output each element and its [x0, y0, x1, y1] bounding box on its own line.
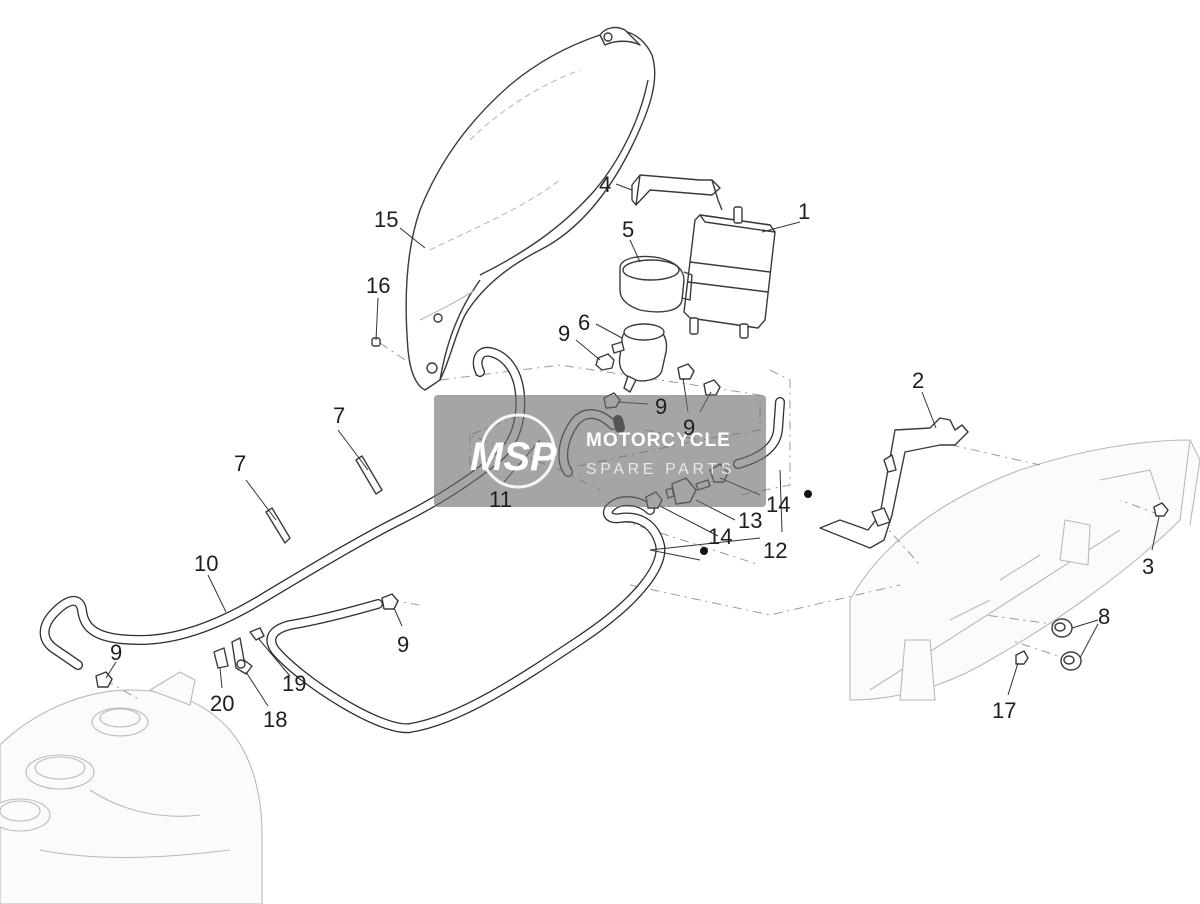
watermark-line-1: MOTORCYCLE	[586, 430, 731, 451]
callout-5: 5	[622, 217, 634, 242]
watermark-ring	[480, 413, 556, 489]
callout-18: 18	[263, 707, 287, 732]
callout-20: 20	[210, 691, 234, 716]
hose-clamp-part-9-f	[95, 671, 113, 688]
callout-16: 16	[366, 273, 390, 298]
bracket-part-2	[819, 417, 969, 549]
hose-clamp-part-9-a	[595, 353, 615, 371]
hose-part-12	[266, 496, 666, 734]
cable-tie-part-7-right	[355, 455, 383, 495]
watermark: MSP MOTORCYCLE SPARE PARTS	[434, 395, 766, 507]
watermark-background	[434, 395, 766, 507]
cable-tie-part-7-left	[265, 507, 291, 544]
heat-shield-part-15	[405, 26, 656, 391]
grommet-part-8-a	[1051, 618, 1073, 638]
fuel-tank-ghost	[0, 671, 263, 904]
callout-10: 10	[194, 551, 218, 576]
callout-9-c: 9	[683, 415, 695, 440]
clamp-part-4	[631, 174, 723, 211]
callout-14-a: 14	[766, 492, 790, 517]
callout-7-right: 7	[333, 403, 345, 428]
callout-15: 15	[374, 207, 398, 232]
charcoal-canister-part-1	[683, 206, 776, 339]
callout-8: 8	[1098, 604, 1110, 629]
callout-6: 6	[578, 310, 590, 335]
bracket-part-18	[231, 637, 253, 675]
callout-14-b: 14	[708, 524, 732, 549]
hose-clamp-part-9-d	[703, 379, 721, 396]
callout-9-d: 9	[397, 632, 409, 657]
callout-3: 3	[1142, 554, 1154, 579]
screw-part-19	[249, 627, 265, 641]
callout-19: 19	[282, 671, 306, 696]
hose-clamp-part-9-c	[677, 363, 695, 380]
screw-part-3	[1153, 502, 1169, 517]
callout-9-e: 9	[110, 640, 122, 665]
callout-12: 12	[763, 538, 787, 563]
holder-ring-part-5	[619, 255, 693, 313]
callout-1: 1	[798, 199, 810, 224]
valve-part-6	[611, 323, 668, 393]
callout-9-a: 9	[558, 321, 570, 346]
callout-labels: 1 2 3 4 5 6 7 7 8 9 9 9 9 9 10 11 12 13 …	[110, 172, 1154, 732]
hose-clamp-part-9-e	[381, 593, 399, 610]
grommet-part-8-b	[1060, 651, 1082, 671]
watermark-line-2: SPARE PARTS	[586, 461, 735, 478]
callout-11: 11	[489, 487, 512, 512]
callout-7-left: 7	[234, 451, 246, 476]
callout-4: 4	[599, 172, 611, 197]
callout-13: 13	[738, 508, 762, 533]
callout-17: 17	[992, 698, 1016, 723]
watermark-logo: MSP	[470, 435, 557, 479]
hose-part-10	[39, 346, 526, 670]
nut-part-17	[1015, 650, 1029, 665]
frame-ghost	[849, 439, 1200, 701]
clip-part-20	[213, 647, 229, 669]
callout-2: 2	[912, 368, 924, 393]
callout-9-b: 9	[655, 394, 667, 419]
hose-end-dots	[700, 490, 812, 555]
